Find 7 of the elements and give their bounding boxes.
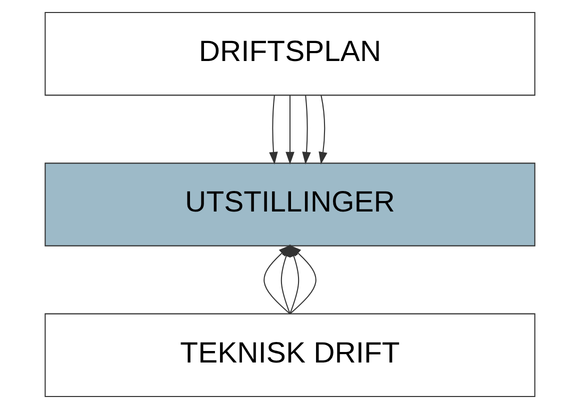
arrow bbox=[318, 95, 327, 164]
arrow bbox=[302, 95, 310, 164]
node-box: UTSTILLINGER bbox=[44, 162, 535, 246]
node-box: TEKNISK DRIFT bbox=[44, 313, 535, 397]
node-box: DRIFTSPLAN bbox=[44, 12, 535, 96]
arrow bbox=[285, 95, 294, 164]
arrow bbox=[268, 95, 278, 164]
